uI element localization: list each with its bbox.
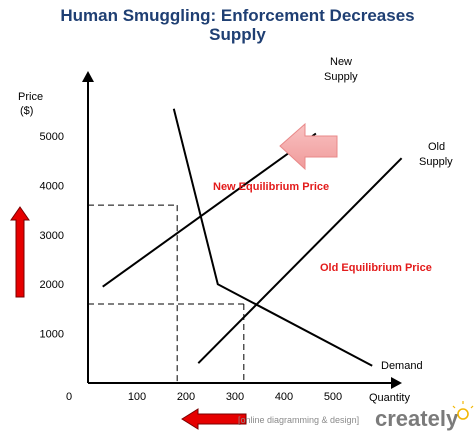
supply-shift-arrow-icon: [279, 122, 338, 171]
x-tick-300: 300: [226, 391, 244, 403]
y-tick-2000: 2000: [40, 279, 64, 291]
chart-title: Human Smuggling: Enforcement Decreases S…: [0, 6, 475, 44]
y-tick-4000: 4000: [40, 180, 64, 192]
y-tick-1000: 1000: [40, 329, 64, 341]
y-tick-3000: 3000: [40, 230, 64, 242]
x-tick-labels: 100 200 300 400 500: [128, 391, 342, 403]
chart-title-line-1: Human Smuggling: Enforcement Decreases: [60, 6, 415, 25]
watermark-brand: creately: [375, 406, 459, 431]
old-supply-label-line-1: Old: [428, 141, 445, 153]
quantity-decrease-arrow-icon: [181, 408, 247, 430]
equilibrium-guides: [88, 204, 245, 383]
new-supply-label-line-2: Supply: [324, 71, 358, 83]
lightbulb-icon: [452, 401, 474, 420]
y-axis-arrowhead: [82, 71, 94, 82]
x-tick-200: 200: [177, 391, 195, 403]
old-supply-label-line-2: Supply: [419, 156, 453, 168]
y-axis-label-line-1: Price: [18, 91, 43, 103]
demand-label: Demand: [381, 360, 423, 372]
old-equilibrium-label: Old Equilibrium Price: [320, 262, 432, 274]
x-tick-100: 100: [128, 391, 146, 403]
x-axis-arrowhead: [391, 377, 402, 389]
x-tick-500: 500: [324, 391, 342, 403]
new-supply-curve: [102, 132, 317, 288]
curves: [102, 108, 403, 367]
y-axis-label-line-2: ($): [20, 105, 33, 117]
origin-label: 0: [66, 391, 72, 403]
chart-title-line-2: Supply: [209, 25, 266, 44]
price-increase-arrow-icon: [10, 206, 30, 298]
old-supply-curve: [197, 157, 403, 364]
x-tick-400: 400: [275, 391, 293, 403]
new-supply-label-line-1: New: [330, 56, 352, 68]
y-tick-5000: 5000: [40, 131, 64, 143]
new-equilibrium-label: New Equilibrium Price: [213, 181, 329, 193]
watermark-tagline: [online diagramming & design]: [238, 415, 359, 425]
y-tick-labels: 1000 2000 3000 4000 5000: [40, 131, 64, 341]
demand-curve: [172, 108, 373, 367]
x-axis-label: Quantity: [369, 392, 410, 404]
